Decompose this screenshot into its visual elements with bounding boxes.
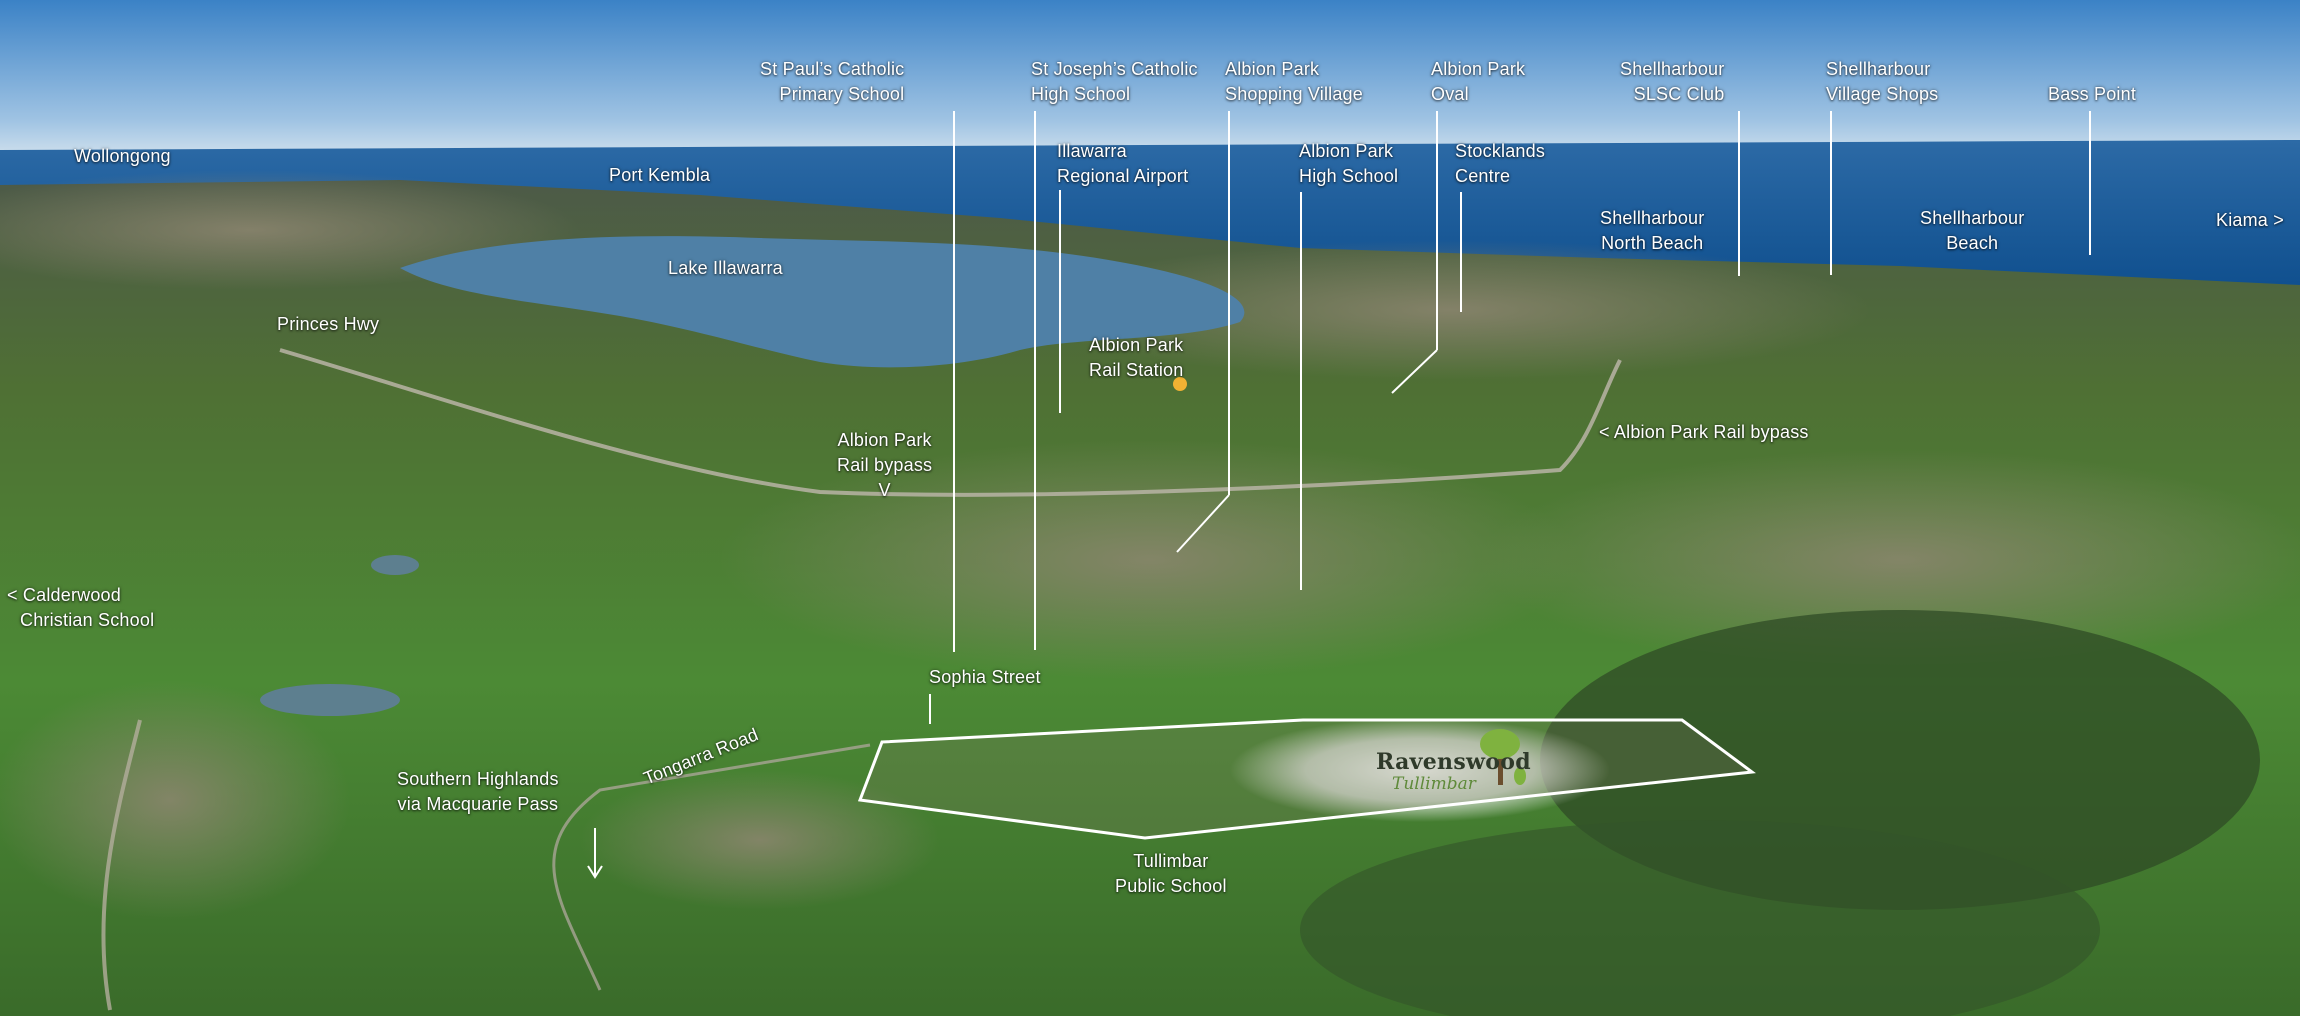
estate-boundary	[857, 718, 1756, 840]
label-rail-bypass-right: < Albion Park Rail bypass	[1599, 422, 1809, 442]
ravenswood-logo-name: Ravenswood	[1376, 749, 1531, 775]
label-sophia-street: Sophia Street	[929, 667, 1041, 687]
label-princes-hwy: Princes Hwy	[277, 314, 380, 334]
label-kiama: Kiama >	[2216, 210, 2284, 230]
ravenswood-logo-sub: Tullimbar	[1392, 774, 1476, 794]
label-lake-illawarra: Lake Illawarra	[668, 258, 783, 278]
label-wollongong: Wollongong	[74, 146, 171, 166]
station-marker	[1173, 377, 1187, 391]
label-port-kembla: Port Kembla	[609, 165, 711, 185]
label-bass-point: Bass Point	[2048, 84, 2137, 104]
tree-icon	[1480, 729, 1526, 785]
